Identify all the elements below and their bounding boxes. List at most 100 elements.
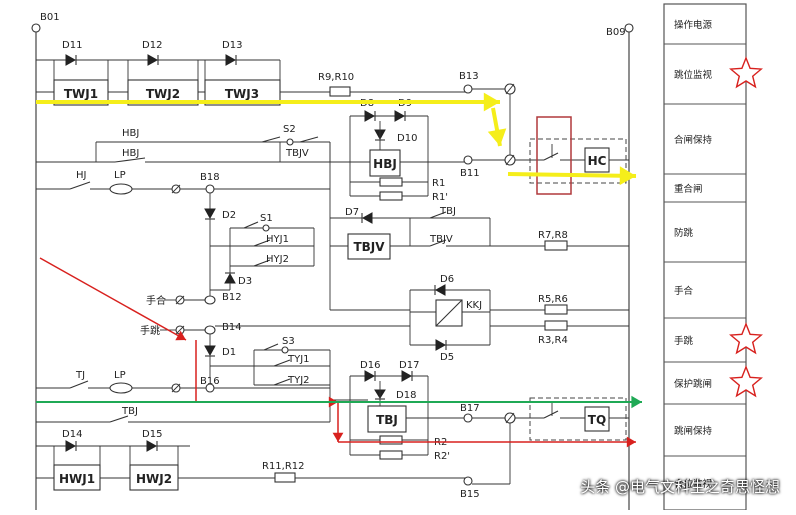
watermark: 头条 @电气文科生之奇思怪想 — [580, 478, 780, 496]
resistor-r3r4 — [544, 320, 568, 331]
right-bus-label: B09 — [606, 27, 626, 38]
diode-d3 — [224, 272, 236, 284]
r2p-label: R2' — [434, 451, 450, 462]
node-b13 — [463, 84, 473, 94]
relay-hbj — [369, 149, 401, 177]
tbj-top-label: TBJ — [439, 206, 456, 217]
r3r4-label: R3,R4 — [538, 335, 568, 346]
red-arrow-manual-trip-head — [175, 330, 186, 341]
relay-tbjv — [347, 233, 391, 260]
resistor-r1 — [379, 177, 403, 187]
diode-d14 — [65, 440, 77, 452]
red-arrow-trip-hold-head — [626, 436, 636, 448]
tbjv-relay-label: TBJV — [353, 240, 385, 254]
b15-label: B15 — [460, 489, 480, 500]
relay-hwj2 — [129, 464, 179, 491]
tq-label: TQ — [588, 413, 606, 427]
star-icon — [729, 365, 763, 398]
panel-label: 跳位监视 — [674, 69, 713, 81]
resistor-r1p — [379, 191, 403, 201]
diode-d12 — [147, 54, 159, 66]
contact-hbj — [114, 157, 146, 163]
twj3-label: TWJ3 — [225, 87, 259, 101]
manual-close-label: 手合 — [146, 294, 166, 307]
diode-d11 — [65, 54, 77, 66]
d5-label: D5 — [440, 352, 454, 363]
s2-label: S2 — [283, 124, 296, 135]
panel-label: 操作电源 — [674, 19, 713, 31]
panel-label: 合位监视 — [674, 478, 713, 490]
panel-label: 手跳 — [674, 335, 694, 347]
red-arrow-down-tbj-head — [332, 432, 344, 442]
d15-label: D15 — [142, 429, 162, 440]
diode-d6 — [434, 284, 446, 296]
contact-tbj — [109, 415, 129, 423]
resistor-r7r8 — [544, 240, 568, 251]
link-lp1 — [109, 183, 133, 195]
panel-label: 防跳 — [674, 227, 694, 239]
node-b15 — [463, 476, 473, 486]
d1-label: D1 — [222, 347, 236, 358]
yellow-arrow-trip-monitor-head — [483, 92, 500, 112]
d3-label: D3 — [238, 276, 252, 287]
hbj-relay-label: HBJ — [373, 157, 397, 171]
diode-d7 — [361, 212, 373, 224]
node-b14 — [204, 325, 216, 335]
diode-d1 — [204, 345, 216, 357]
hyj1-label: HYJ1 — [266, 234, 289, 245]
twj1-label: TWJ1 — [64, 87, 98, 101]
relay-hwj1 — [53, 464, 101, 491]
panel-label: 手合 — [674, 285, 694, 297]
d12-label: D12 — [142, 40, 162, 51]
node-b17 — [463, 413, 473, 423]
hbj-top-label: HBJ — [122, 128, 139, 139]
d11-label: D11 — [62, 40, 82, 51]
d13-label: D13 — [222, 40, 242, 51]
panel-label: 保护跳闸 — [674, 378, 712, 390]
s1-label: S1 — [260, 213, 273, 224]
panel-label: 合闸保持 — [674, 134, 713, 146]
b11-label: B11 — [460, 168, 480, 179]
tj-label: TJ — [75, 370, 85, 381]
d17-label: D17 — [399, 360, 419, 371]
kkj-label: KKJ — [466, 300, 482, 311]
s3-label: S3 — [282, 336, 295, 347]
diode-d5 — [435, 339, 447, 351]
hc-label: HC — [588, 154, 607, 168]
manual-trip-label: 手跳 — [140, 324, 160, 337]
node-b12 — [204, 295, 216, 305]
hbj-contact-label: HBJ — [122, 148, 139, 159]
closing-contact-highlight — [536, 116, 572, 195]
function-panel — [663, 3, 747, 511]
hj-label: HJ — [76, 170, 86, 181]
resistor-r2p — [379, 450, 403, 460]
breaker-close-group — [529, 138, 627, 184]
resistor-r9r10 — [329, 86, 351, 97]
tyj2-label: TYJ2 — [287, 375, 310, 386]
diode-d2 — [204, 208, 216, 220]
d18-label: D18 — [396, 390, 416, 401]
d7-label: D7 — [345, 207, 359, 218]
panel-label: 重合闸 — [674, 183, 703, 195]
link-lp2 — [109, 382, 133, 394]
relay-tbj — [367, 405, 407, 433]
diode-d8 — [364, 110, 376, 122]
diode-d17 — [401, 370, 413, 382]
resistor-r11r12 — [274, 472, 296, 483]
green-arrow-protection-trip-head — [631, 395, 642, 409]
tbj-relay-label: TBJ — [376, 413, 398, 427]
lp1-label: LP — [114, 170, 126, 181]
b18-label: B18 — [200, 172, 220, 183]
diode-d15 — [146, 440, 158, 452]
panel-label: 跳闸保持 — [674, 425, 713, 437]
r9r10-label: R9,R10 — [318, 72, 354, 83]
tbjv-contact-label: TBJV — [429, 234, 453, 245]
hyj2-label: HYJ2 — [266, 254, 289, 265]
switch-s3 — [281, 346, 289, 354]
r5r6-label: R5,R6 — [538, 294, 568, 305]
b12-label: B12 — [222, 292, 242, 303]
b14-label: B14 — [222, 322, 242, 333]
r1-label: R1 — [432, 178, 445, 189]
